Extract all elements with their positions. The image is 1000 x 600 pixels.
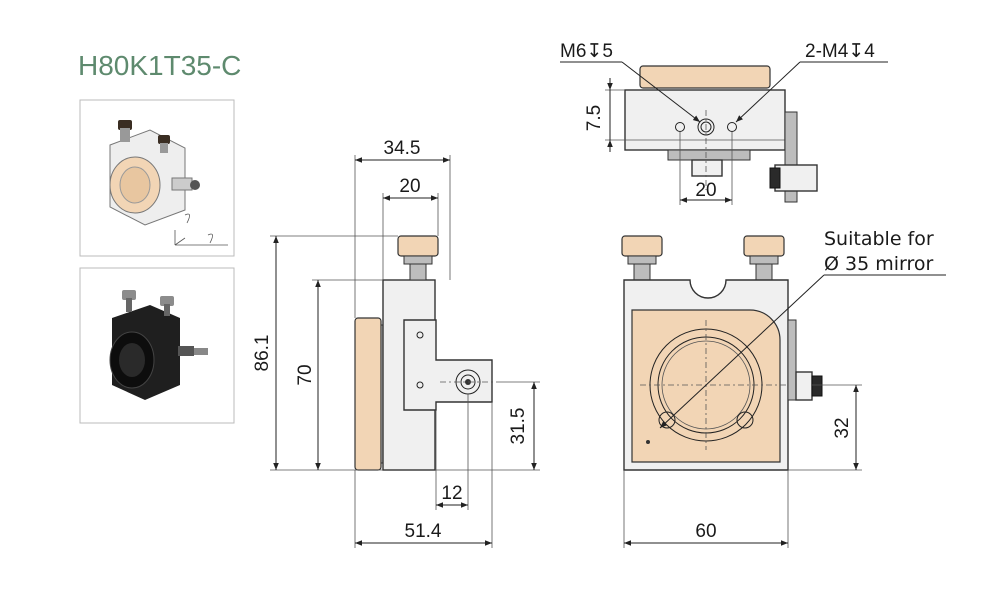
dim-31-5: 31.5	[508, 408, 529, 445]
dim-51-4: 51.4	[405, 521, 442, 542]
m4-hole-right	[727, 122, 737, 132]
dim-20-side: 20	[399, 176, 420, 197]
isometric-render-thumbnail	[79, 99, 235, 257]
dim-32: 32	[832, 417, 853, 438]
side-mirror-plate	[354, 317, 382, 471]
mirror-note-line1: Suitable for	[824, 228, 934, 250]
dim-20-top: 20	[695, 180, 716, 201]
dim-60: 60	[695, 521, 716, 542]
dim-34-5: 34.5	[384, 138, 421, 159]
front-knob-left	[621, 235, 663, 257]
top-mirror-plate	[639, 65, 771, 89]
dim-86-1: 86.1	[252, 335, 273, 372]
m4-hole-left	[675, 122, 685, 132]
m4-callout: 2-M4↧4	[805, 41, 875, 62]
side-view: 34.5 20 86.1 70 31.5 12 51.4	[252, 138, 540, 548]
front-knob-right	[743, 235, 785, 257]
top-view: M6↧5 2-M4↧4 7.5 20	[560, 41, 888, 205]
front-view: Suitable for Ø 35 mirror 32 60	[621, 228, 946, 548]
dim-70: 70	[295, 364, 316, 385]
dim-7-5: 7.5	[584, 105, 605, 131]
dim-12: 12	[441, 483, 462, 504]
product-title: H80K1T35-C	[78, 50, 241, 81]
mirror-note-line2: Ø 35 mirror	[824, 253, 933, 275]
side-adjuster-knob	[397, 235, 439, 257]
m6-callout: M6↧5	[560, 41, 613, 62]
product-photo-thumbnail	[79, 267, 235, 424]
